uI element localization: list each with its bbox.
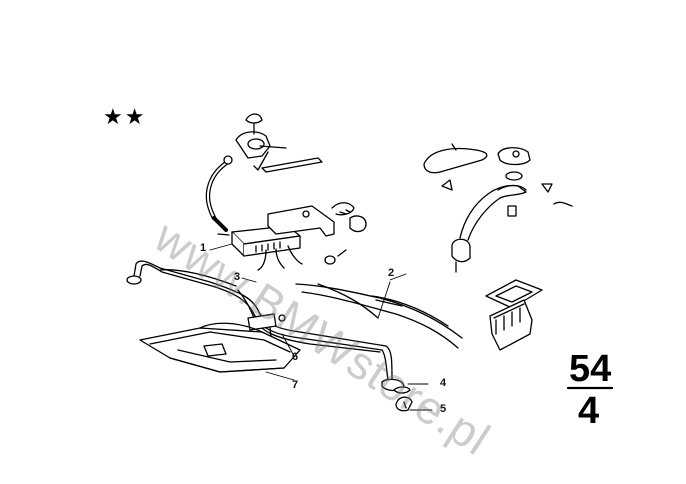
sensor-cable [205, 113, 323, 232]
loose-wires [295, 283, 463, 349]
switch-assembly [485, 279, 543, 351]
bracket-and-fasteners [267, 202, 367, 265]
callout-2: 2 [388, 267, 395, 279]
marker-stars: ★★ [103, 105, 147, 130]
callout-7: 7 [292, 379, 299, 391]
callout-6: 6 [292, 351, 299, 363]
bottom-fasteners [393, 386, 413, 412]
cover-plate [139, 322, 301, 373]
page-number-sub: 4 [578, 390, 600, 432]
leader-lines [209, 243, 433, 411]
callout-4: 4 [440, 377, 447, 389]
horn-mount [423, 143, 573, 273]
page-number-main: 54 [569, 348, 612, 390]
callout-5: 5 [440, 403, 447, 415]
callout-1: 1 [200, 242, 207, 254]
callout-3: 3 [234, 271, 241, 283]
